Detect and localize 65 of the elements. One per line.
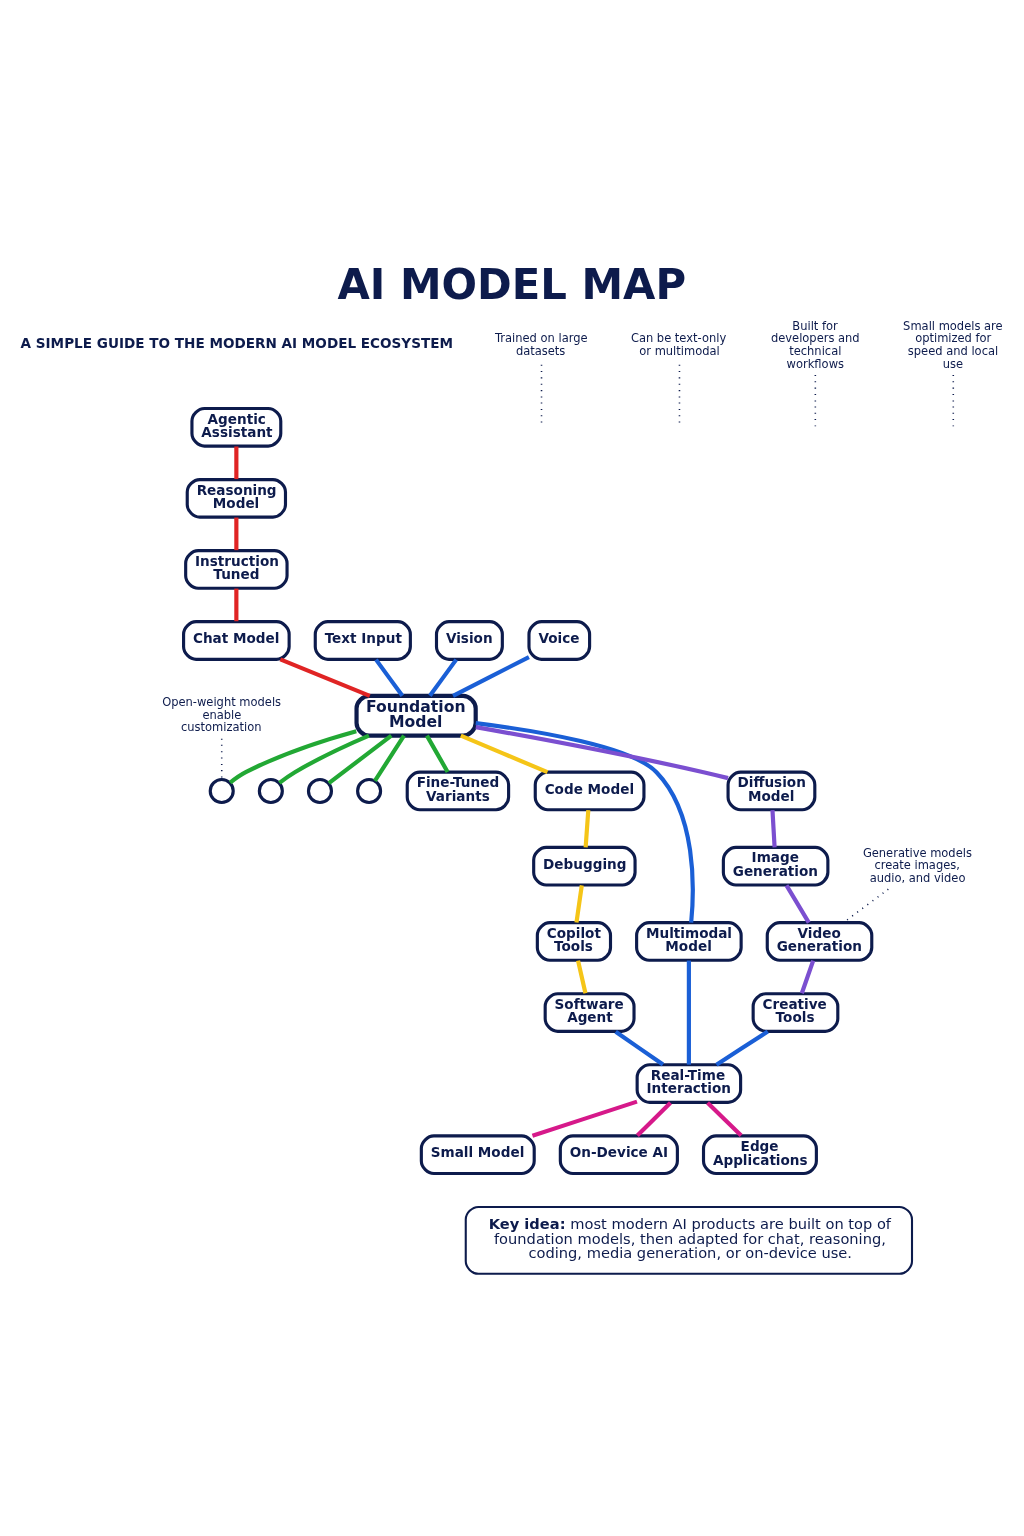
connector (770, 810, 777, 848)
node-box: Diffusion Model (726, 770, 817, 812)
node-box: Software Agent (543, 992, 636, 1033)
node-circle (257, 777, 284, 805)
connector (952, 374, 955, 427)
node-text: Small models are optimized for speed and local use (903, 318, 1003, 371)
node-text: Built for developers and technical workflows (770, 318, 860, 371)
connector (279, 657, 371, 698)
node-box: Foundation Model (354, 693, 478, 738)
node-box: On-Device AI (558, 1134, 679, 1176)
connector (234, 517, 239, 551)
connector (425, 734, 450, 773)
node-circle (208, 777, 235, 805)
connector (715, 1029, 769, 1067)
connector (452, 655, 530, 698)
connector (475, 721, 695, 923)
diagram-title: AI MODEL MAP (337, 259, 687, 309)
node-box: Small Model (419, 1134, 536, 1176)
node-box: Real-Time Interaction (635, 1063, 743, 1104)
connector (228, 729, 357, 785)
node-box: Chat Model (182, 620, 291, 661)
connector (814, 374, 817, 427)
node-text: Trained on large datasets (495, 331, 588, 358)
connector (635, 1101, 672, 1137)
connector (373, 734, 406, 783)
node-box: Voice (527, 620, 592, 661)
connector (614, 1030, 665, 1067)
connector (531, 1099, 638, 1138)
node-text: Generative models create images, audio, and video (862, 845, 972, 885)
connector (784, 884, 811, 924)
node-box: Creative Tools (751, 992, 840, 1033)
connector (428, 658, 458, 698)
label: A SIMPLE GUIDE TO THE MODERN AI MODEL ECOSYSTEM (20, 335, 454, 352)
connector (799, 959, 816, 994)
node-box: Code Model (533, 770, 646, 812)
connector (574, 885, 584, 923)
connector (686, 960, 691, 1065)
connector (374, 658, 405, 698)
connector (234, 446, 239, 480)
node-box: Vision (434, 620, 504, 661)
connector (234, 588, 239, 622)
node-box: Fine-Tuned Variants (405, 770, 511, 812)
connector (706, 1101, 743, 1137)
node-box: Multimodal Model (635, 921, 743, 962)
node-box: Reasoning Model (185, 478, 288, 519)
node-box: Key idea: most modern AI products are built on top of foundation models, then adapted for chat, reasoning, coding, media generation, or on-device use. (464, 1205, 914, 1275)
node-box: Instruction Tuned (184, 549, 289, 590)
node-text: Open-weight models enable customization (162, 695, 282, 735)
connector (278, 733, 370, 785)
connector (576, 960, 588, 994)
node-box: Copilot Tools (535, 921, 613, 962)
node-text: Can be text-only or multimodal (630, 331, 727, 358)
node-box: Debugging (532, 845, 637, 887)
node-circle (306, 777, 334, 805)
node-box: Text Input (313, 620, 412, 661)
connector (583, 809, 591, 848)
node-box: Edge Applications (701, 1134, 818, 1176)
connector (475, 725, 729, 781)
connector (459, 733, 549, 775)
node-box: Agentic Assistant (190, 406, 283, 448)
connector (327, 733, 393, 785)
connector (220, 737, 223, 781)
node-circle (356, 777, 383, 805)
node-box: Image Generation (721, 845, 830, 887)
node-box: Video Generation (765, 921, 874, 962)
